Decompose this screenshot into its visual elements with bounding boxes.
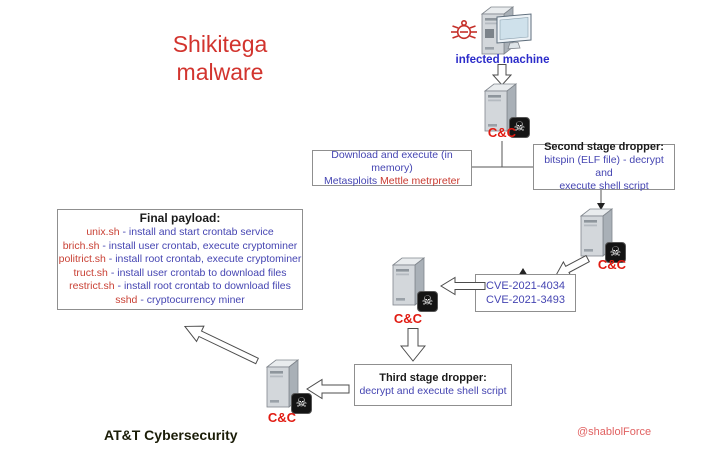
payload-item: truct.sh - install user crontab to downl… xyxy=(73,266,287,279)
payload-item: politrict.sh - install root crontab, exe… xyxy=(58,253,302,266)
cve-line-2: CVE-2021-3493 xyxy=(486,294,565,306)
cc4-label: C&C xyxy=(267,410,297,425)
virus-bug-icon xyxy=(450,16,478,44)
cc-server-3: ☠ xyxy=(388,256,438,312)
cc-server-2: ☠ xyxy=(576,207,626,263)
page-title: Shikitega malware xyxy=(146,30,294,86)
title-line-2: malware xyxy=(176,59,264,85)
skull-icon: ☠ xyxy=(605,242,626,263)
infected-machine-label: infected machine xyxy=(455,54,550,66)
skull-icon: ☠ xyxy=(509,117,530,138)
payload-item: restrict.sh - install root crontab to do… xyxy=(69,280,291,293)
second-stage-dropper-box: Second stage dropper: bitspin (ELF file)… xyxy=(533,141,675,192)
arrow-down-to-third-stage xyxy=(400,328,426,362)
skull-icon: ☠ xyxy=(291,393,312,414)
second-stage-line-2: execute shell script xyxy=(559,180,649,192)
cc3-label: C&C xyxy=(393,311,423,326)
payload-item: unix.sh - install and start crontab serv… xyxy=(86,226,274,239)
payload-item: sshd - cryptocurrency miner xyxy=(115,293,245,306)
third-stage-dropper-box: Third stage dropper: decrypt and execute… xyxy=(354,364,512,406)
arrow-left-to-cc3 xyxy=(440,276,486,296)
download-line-2-blue: Metasploits xyxy=(324,174,378,187)
arrow-upleft-to-final-payload xyxy=(180,317,263,370)
download-line-2-red: Mettle metrpreter xyxy=(380,174,460,187)
cc1-label: C&C xyxy=(487,125,517,140)
second-stage-title: Second stage dropper: xyxy=(544,141,664,153)
final-payload-box: Final payload: unix.sh - install and sta… xyxy=(57,209,303,310)
download-line-1: Download and execute (in memory) xyxy=(331,148,453,174)
monitor-icon xyxy=(496,13,534,51)
third-stage-title: Third stage dropper: xyxy=(379,372,487,384)
payload-item: brich.sh - install user crontab, execute… xyxy=(62,239,298,252)
final-payload-title: Final payload: xyxy=(139,210,221,225)
third-stage-line-1: decrypt and execute shell script xyxy=(359,385,507,397)
arrow-left-to-cc4 xyxy=(306,378,350,400)
cc-server-1: ☠ xyxy=(480,82,530,138)
cc2-label: C&C xyxy=(597,257,627,272)
skull-icon: ☠ xyxy=(417,291,438,312)
att-cybersecurity-brand: AT&T Cybersecurity xyxy=(104,427,238,443)
twitter-handle: @shablolForce xyxy=(577,426,652,438)
arrow-down-to-cc1 xyxy=(492,64,512,86)
cve-line-1: CVE-2021-4034 xyxy=(486,280,565,292)
cve-box: CVE-2021-4034 CVE-2021-3493 xyxy=(475,274,576,312)
title-line-1: Shikitega xyxy=(172,31,268,57)
second-stage-line-1: bitspin (ELF file) - decrypt and xyxy=(544,154,664,179)
download-execute-box: Download and execute (in memory) Metaspl… xyxy=(312,148,472,187)
cc-server-4: ☠ xyxy=(262,358,312,414)
